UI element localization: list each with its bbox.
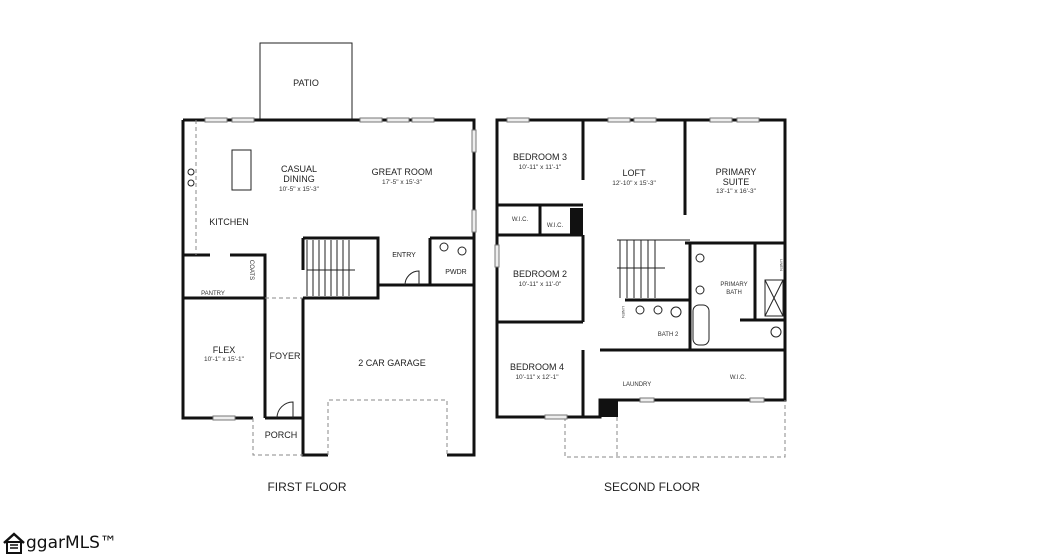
room-label-pwdr: PWDR — [445, 269, 466, 276]
porch-outline — [252, 418, 303, 456]
room-label-bedroom-4: BEDROOM 4 — [510, 362, 564, 372]
toilet-icon — [670, 306, 682, 318]
bathtub — [692, 304, 710, 346]
room-label-primary-bath: PRIMARY — [720, 282, 747, 288]
front-door — [276, 401, 294, 419]
room-label-porch: PORCH — [265, 430, 298, 440]
room-label-primary-suite-2: SUITE — [723, 177, 750, 187]
sink-icon — [635, 305, 645, 315]
house-icon — [3, 532, 25, 554]
room-label-casual-dining-2: DINING — [283, 174, 315, 184]
room-label-great-room: GREAT ROOM — [372, 167, 433, 177]
room-label-primary-bath-2: BATH — [726, 290, 742, 296]
room-label-entry: ENTRY — [392, 252, 416, 259]
sink-icon — [653, 305, 663, 315]
room-label-bath-2: BATH 2 — [658, 332, 679, 338]
room-label-primary-suite: PRIMARY — [716, 167, 757, 177]
sink-icon — [439, 242, 449, 252]
room-dim-flex: 10'-1" x 15'-1" — [204, 356, 245, 363]
windows — [494, 117, 765, 420]
room-label-wic-b: W.I.C. — [547, 223, 564, 229]
stairs — [617, 239, 690, 298]
room-dim-loft: 12'-10" x 15'-3" — [612, 180, 656, 187]
stairs — [306, 240, 355, 296]
cooktop-icon — [187, 179, 195, 187]
entry-door — [404, 270, 420, 286]
room-dim-great-room: 17'-5" x 15'-3" — [382, 179, 423, 186]
room-label-linen-b: LINEN — [621, 306, 626, 318]
first-floor-caption: FIRST FLOOR — [267, 480, 346, 494]
interior-walls — [183, 236, 474, 420]
room-label-linen-a: LINEN — [779, 259, 784, 271]
room-dim-bedroom-4: 10'-11" x 12'-1" — [515, 374, 559, 381]
room-label-loft: LOFT — [622, 168, 646, 178]
chase — [570, 208, 583, 235]
room-label-bedroom-2: BEDROOM 2 — [513, 269, 567, 279]
mls-logo: ggarMLS™ — [2, 532, 117, 554]
shower — [764, 279, 784, 317]
sink-icon — [695, 253, 705, 263]
logo-text: ggarMLS™ — [26, 533, 117, 553]
cooktop-icon — [187, 168, 195, 176]
toilet-icon — [770, 326, 782, 338]
first-floor-plan: PATIO CASUAL DINING 10'-5" x 15'-3" GREA… — [181, 42, 477, 494]
room-label-kitchen: KITCHEN — [209, 217, 249, 227]
room-label-pantry: PANTRY — [201, 291, 225, 297]
interior-walls — [497, 120, 785, 417]
room-label-casual-dining: CASUAL — [281, 164, 317, 174]
room-dim-bedroom-3: 10'-11" x 11'-1" — [519, 164, 562, 171]
counter-line — [195, 120, 303, 299]
chase — [600, 400, 618, 417]
room-dim-casual-dining: 10'-5" x 15'-3" — [279, 186, 320, 193]
room-label-bedroom-3: BEDROOM 3 — [513, 152, 567, 162]
sink-icon — [695, 285, 705, 295]
toilet-icon — [457, 246, 467, 256]
room-label-laundry: LAUNDRY — [623, 382, 652, 388]
room-label-garage: 2 CAR GARAGE — [358, 358, 426, 368]
second-floor-plan: BEDROOM 3 10'-11" x 11'-1" LOFT 12'-10" … — [494, 117, 787, 494]
windows — [204, 117, 477, 421]
room-label-foyer: FOYER — [269, 351, 301, 361]
room-label-wic-primary: W.I.C. — [730, 375, 747, 381]
kitchen-island — [231, 149, 252, 191]
room-dim-primary-suite: 13'-1" x 16'-3" — [716, 188, 757, 195]
room-label-coats: COATS — [248, 260, 254, 280]
room-dim-bedroom-2: 10'-11" x 11'-0" — [519, 281, 562, 288]
second-floor-caption: SECOND FLOOR — [604, 480, 700, 494]
room-label-flex: FLEX — [213, 345, 236, 355]
roof-outline — [564, 400, 786, 458]
garage-door — [327, 399, 448, 455]
room-label-wic-a: W.I.C. — [512, 217, 529, 223]
room-label-patio: PATIO — [293, 78, 319, 88]
